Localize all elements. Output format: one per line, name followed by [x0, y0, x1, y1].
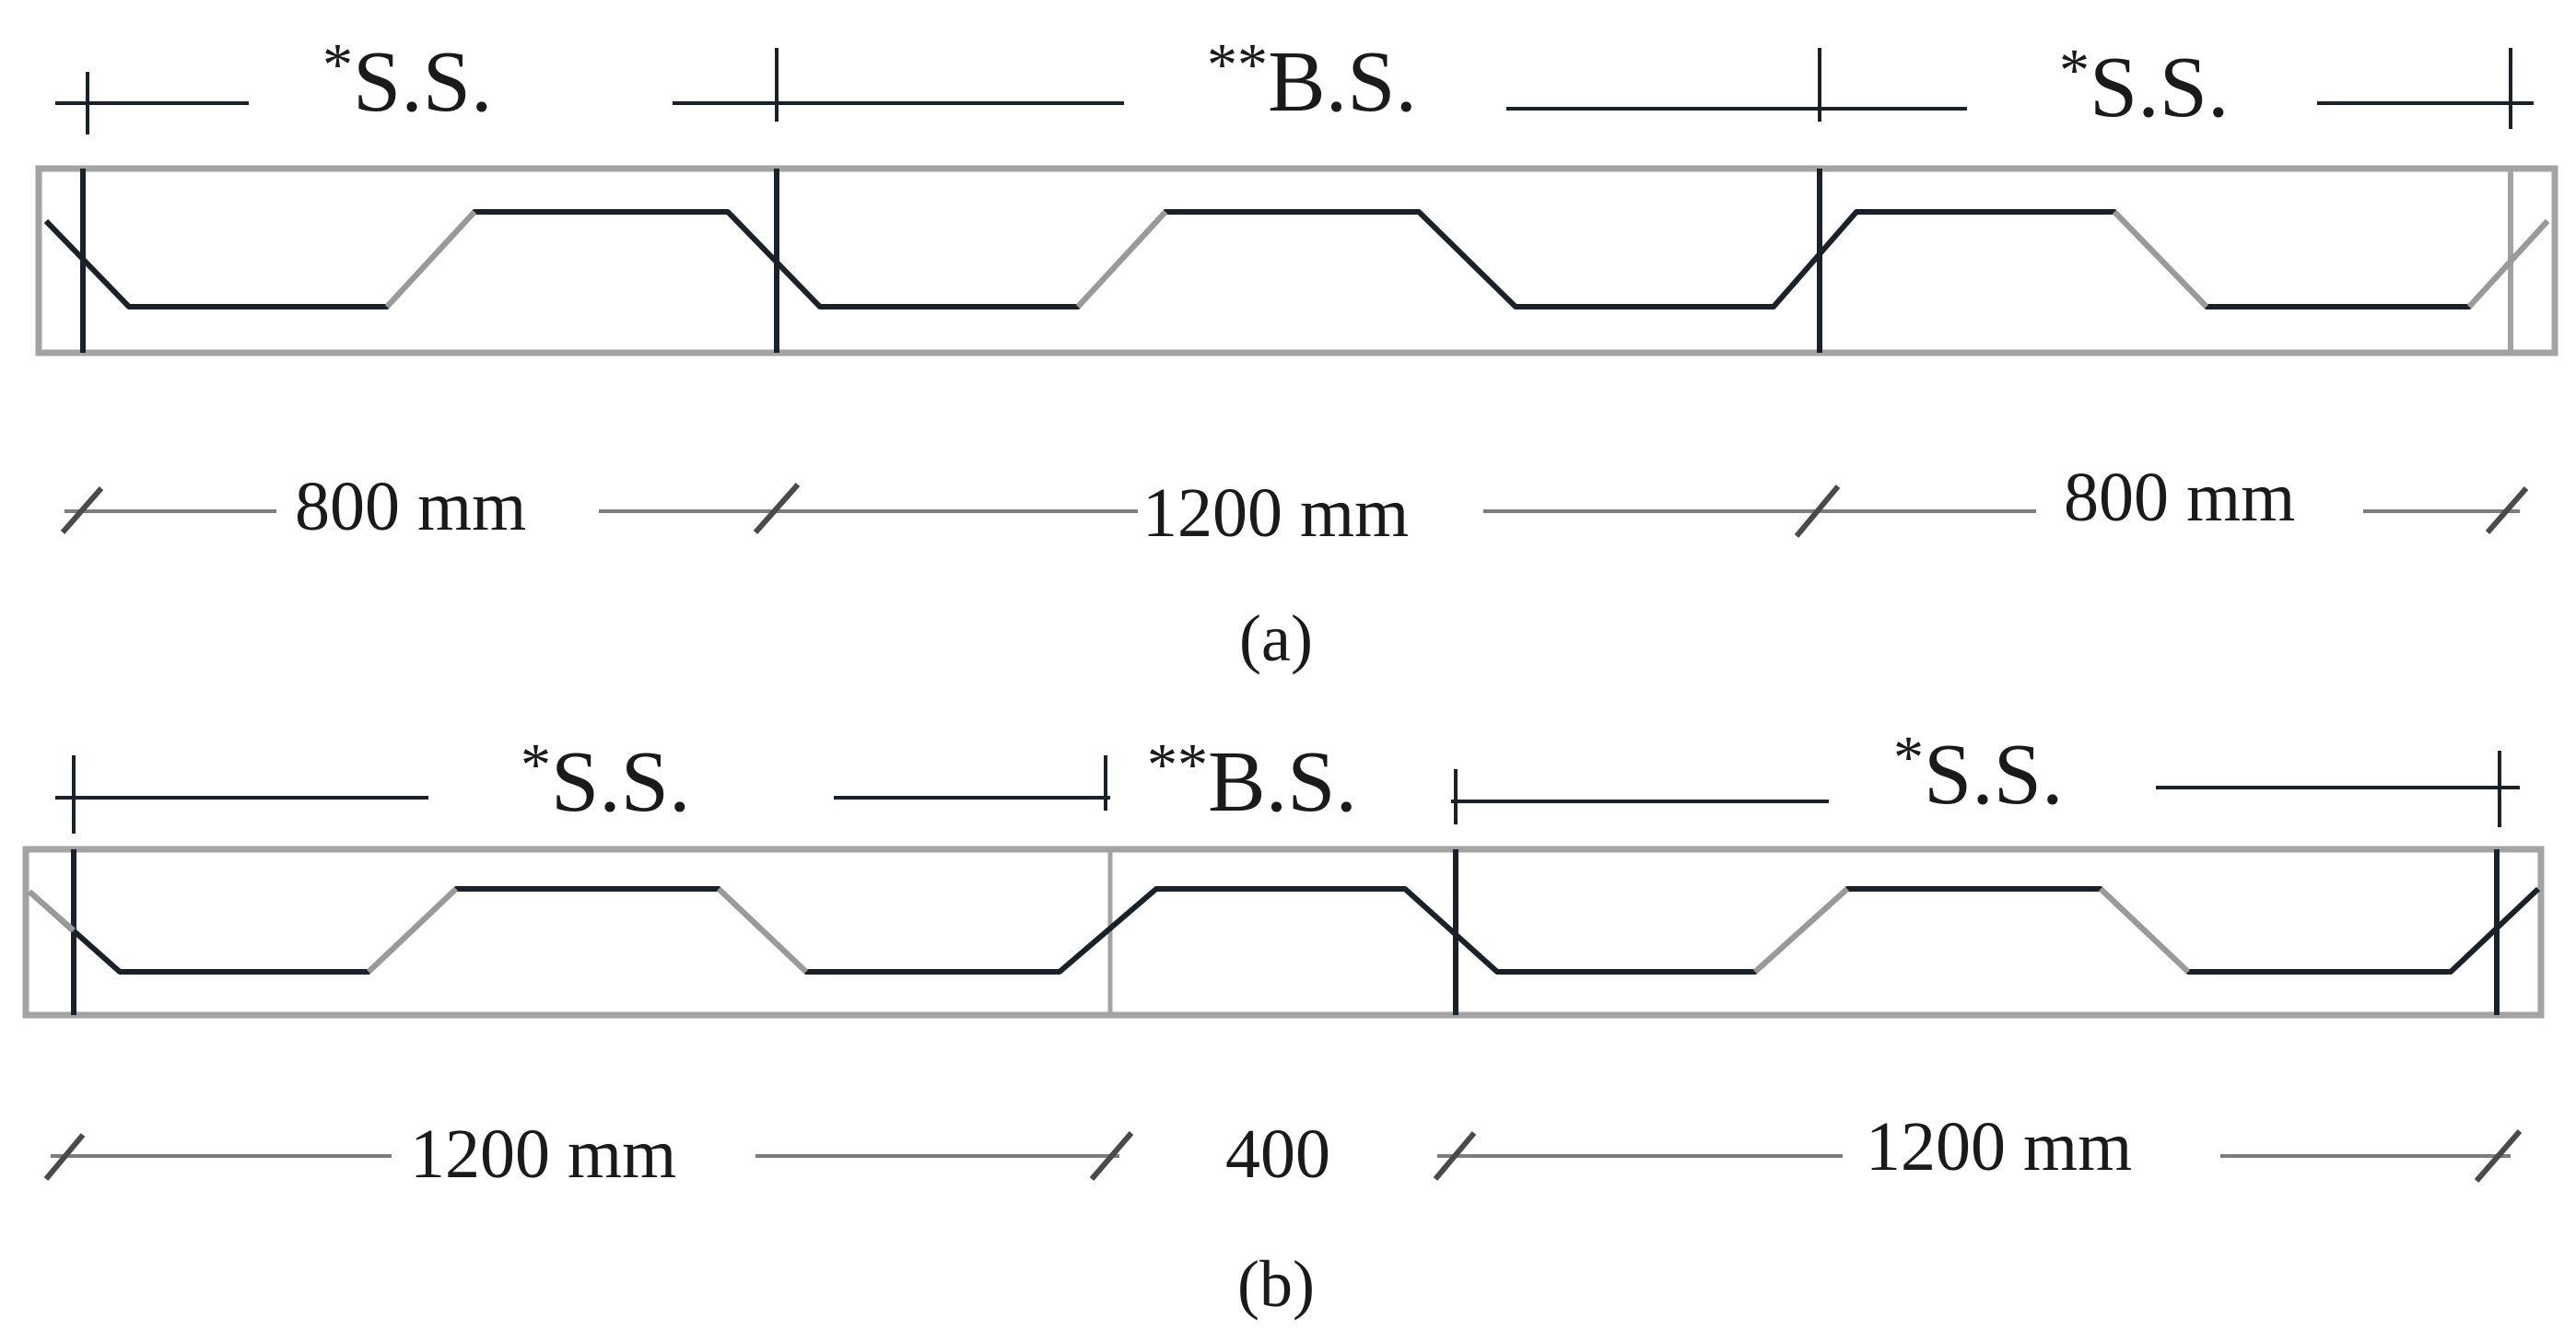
panel-a-label-3: *S.S. — [2059, 37, 2230, 135]
panel-a-dim-3: 800 mm — [2064, 459, 2295, 536]
panel-b-bar-light-segment — [716, 886, 809, 975]
panel-a-bar-light-segment — [1075, 209, 1168, 309]
panel-a-label-2-text: B.S. — [1268, 34, 1417, 130]
panel-a-label-2-prefix: ** — [1207, 31, 1268, 99]
panel-b-section-labels: *S.S. **B.S. *S.S. — [55, 724, 2520, 834]
panel-b-bar-light-segment — [2098, 886, 2191, 975]
panel-b-label-2-text: B.S. — [1208, 734, 1357, 830]
panel-b-dimensions: 1200 mm 400 1200 mm — [43, 1108, 2523, 1193]
panel-b-label-3: *S.S. — [1893, 724, 2064, 823]
panel-a-section-labels: *S.S. **B.S. *S.S. — [55, 31, 2534, 135]
panel-b-label-2-prefix: ** — [1147, 731, 1208, 799]
panel-a-beam-outline — [35, 165, 2558, 356]
panel-a-reinforcement-bar — [43, 209, 2550, 309]
panel-a-dim-tick — [1794, 485, 1841, 538]
panel-b-label-2: **B.S. — [1147, 731, 1357, 830]
panel-b-reinforcement-bar — [28, 886, 2541, 975]
panel-b-dim-tick — [2474, 1129, 2523, 1183]
panel-a-dim-tick — [60, 486, 104, 534]
panel-b-dim-1: 1200 mm — [410, 1115, 676, 1193]
panel-a-dimensions: 800 mm 1200 mm 800 mm — [60, 459, 2529, 552]
panel-a-label-1-text: S.S. — [353, 34, 493, 130]
panel-a-dim-1: 800 mm — [295, 468, 526, 545]
panel-b-dim-tick — [43, 1133, 86, 1181]
panel-b-beam-outline — [22, 846, 2545, 1019]
panel-b-caption: (b) — [1237, 1247, 1315, 1321]
panel-a-caption: (a) — [1239, 601, 1313, 675]
panel-a-bar-light-segment — [2112, 209, 2209, 309]
panel-a-bar-light-segment — [2466, 218, 2550, 309]
panel-b-dim-3: 1200 mm — [1866, 1108, 2132, 1185]
panel-a-label-1-prefix: * — [322, 31, 353, 99]
panel-b-dim-2: 400 — [1225, 1115, 1330, 1193]
panel-b-bar-light-segment — [28, 889, 76, 933]
panel-b: *S.S. **B.S. *S.S. 1200 mm 400 — [22, 724, 2545, 1321]
panel-a: *S.S. **B.S. *S.S. 80 — [35, 31, 2558, 675]
panel-b-label-1: *S.S. — [521, 731, 691, 830]
panel-a-label-3-prefix: * — [2059, 37, 2090, 104]
panel-b-label-1-text: S.S. — [551, 734, 691, 830]
panel-a-label-1: *S.S. — [322, 31, 493, 130]
panel-b-bar-light-segment — [366, 886, 459, 975]
panel-b-bar-light-segment — [1752, 886, 1850, 975]
panel-a-label-3-text: S.S. — [2090, 40, 2230, 135]
panel-a-dim-2: 1200 mm — [1142, 474, 1409, 552]
panel-a-dim-tick — [2485, 486, 2529, 534]
panel-b-dim-tick — [1433, 1131, 1477, 1181]
panel-b-dim-tick — [1089, 1131, 1134, 1181]
panel-a-dim-tick — [753, 483, 801, 534]
panel-b-label-1-prefix: * — [521, 731, 551, 799]
panel-b-label-3-text: S.S. — [1924, 727, 2064, 823]
panel-a-label-2: **B.S. — [1207, 31, 1417, 130]
panel-b-label-3-prefix: * — [1893, 724, 1924, 791]
panel-a-bar-light-segment — [384, 209, 477, 309]
